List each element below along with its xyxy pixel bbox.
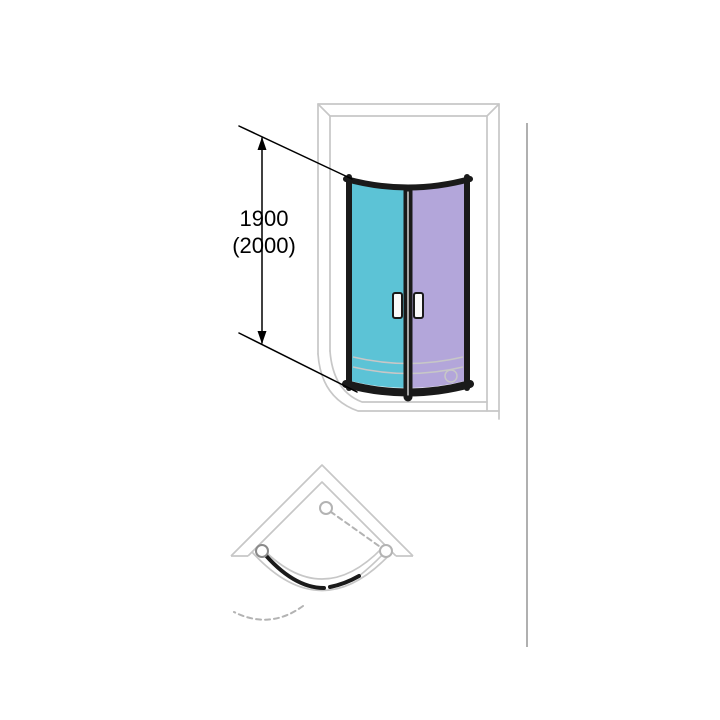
plan-walls-inner bbox=[247, 481, 397, 557]
extension-line-bottom bbox=[238, 332, 358, 393]
wall-outline-inner bbox=[329, 115, 488, 412]
dimension-value-primary: 1900 bbox=[240, 206, 289, 231]
plan-closed-doors bbox=[260, 549, 361, 590]
plan-tray-outer-arc bbox=[251, 551, 393, 592]
door-frame bbox=[342, 174, 474, 402]
plan-left-door-arc bbox=[260, 549, 326, 590]
dimension-arrow-down bbox=[257, 331, 267, 344]
dimension-arrow-up bbox=[257, 137, 267, 150]
plan-right-door-arc-segment bbox=[328, 574, 361, 589]
height-dimension bbox=[238, 125, 358, 393]
plan-open-door-dashed bbox=[330, 511, 387, 552]
drain-circle bbox=[444, 369, 458, 383]
plan-hinge-left bbox=[255, 544, 269, 558]
elevation-wall-outlines bbox=[317, 103, 500, 420]
plan-open-door-knob bbox=[319, 501, 333, 515]
right-door-glass bbox=[408, 182, 465, 388]
left-door-glass bbox=[351, 182, 408, 388]
left-door-handle bbox=[392, 292, 403, 319]
wall-outline-outer bbox=[317, 103, 500, 420]
plan-hinge-right bbox=[379, 544, 393, 558]
dimension-value-secondary: (2000) bbox=[232, 233, 296, 258]
plan-wall-outlines bbox=[230, 464, 414, 592]
plan-swing-arc-dashed bbox=[233, 605, 304, 621]
tray-front-outer bbox=[317, 353, 500, 412]
tray-front-inner bbox=[329, 350, 488, 403]
wall-corner-miter-left bbox=[317, 103, 331, 117]
plan-tray-inner-arc bbox=[258, 544, 386, 580]
extension-line-top bbox=[238, 125, 353, 180]
wall-corner-miter-right bbox=[486, 103, 500, 117]
plan-door-swing-dashed bbox=[233, 511, 387, 621]
right-door-handle bbox=[413, 292, 424, 319]
plan-walls-outer bbox=[230, 464, 414, 557]
